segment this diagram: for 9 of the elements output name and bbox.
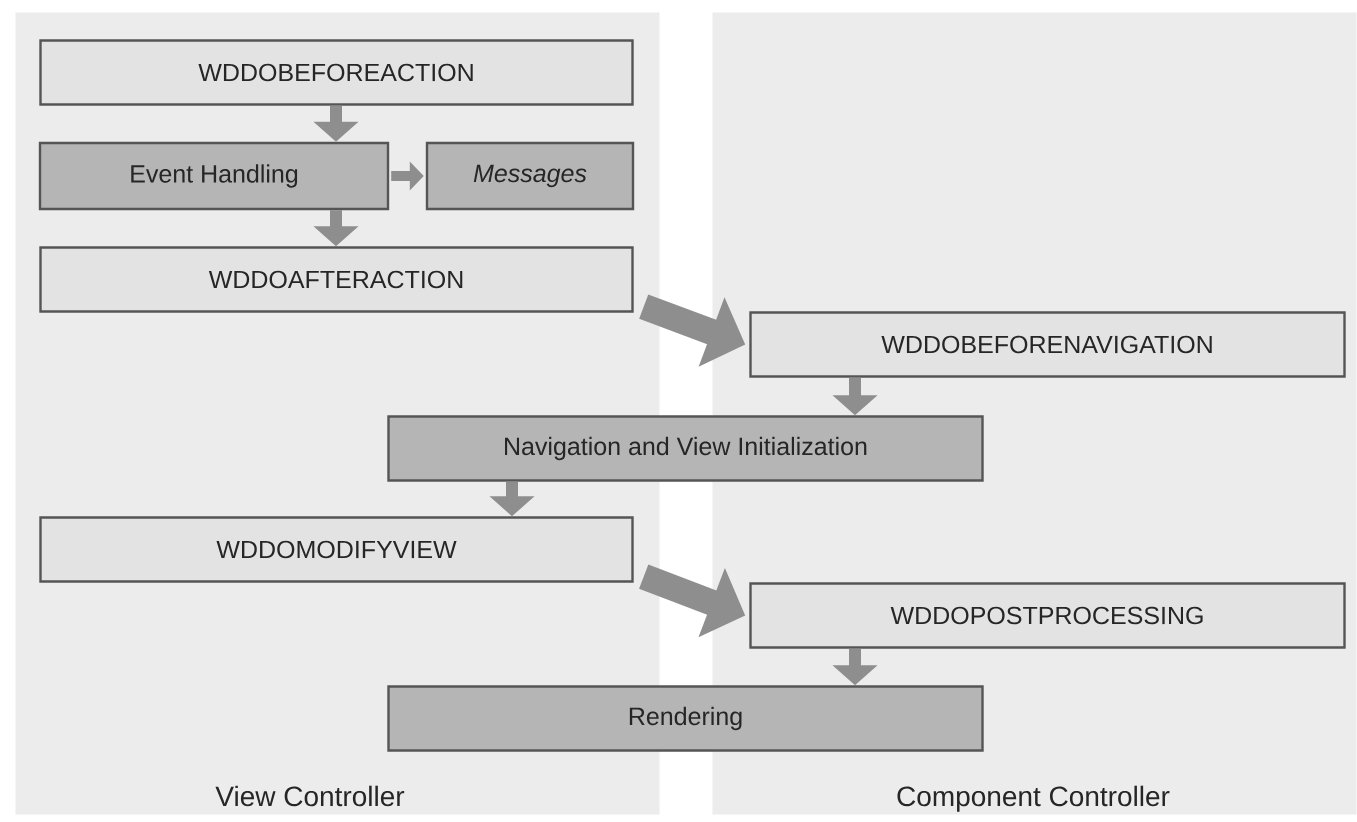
- process-box: WDDOMODIFYVIEW: [39, 516, 634, 583]
- process-box: Event Handling: [38, 141, 390, 211]
- process-box: Rendering: [387, 685, 984, 752]
- process-box: WDDOBEFORENAVIGATION: [749, 311, 1346, 378]
- process-box: WDDOAFTERACTION: [39, 246, 634, 313]
- process-box: Messages: [425, 141, 635, 211]
- process-box: WDDOPOSTPROCESSING: [749, 582, 1346, 649]
- process-box: WDDOBEFOREACTION: [39, 39, 634, 106]
- process-box: Navigation and View Initialization: [387, 415, 984, 482]
